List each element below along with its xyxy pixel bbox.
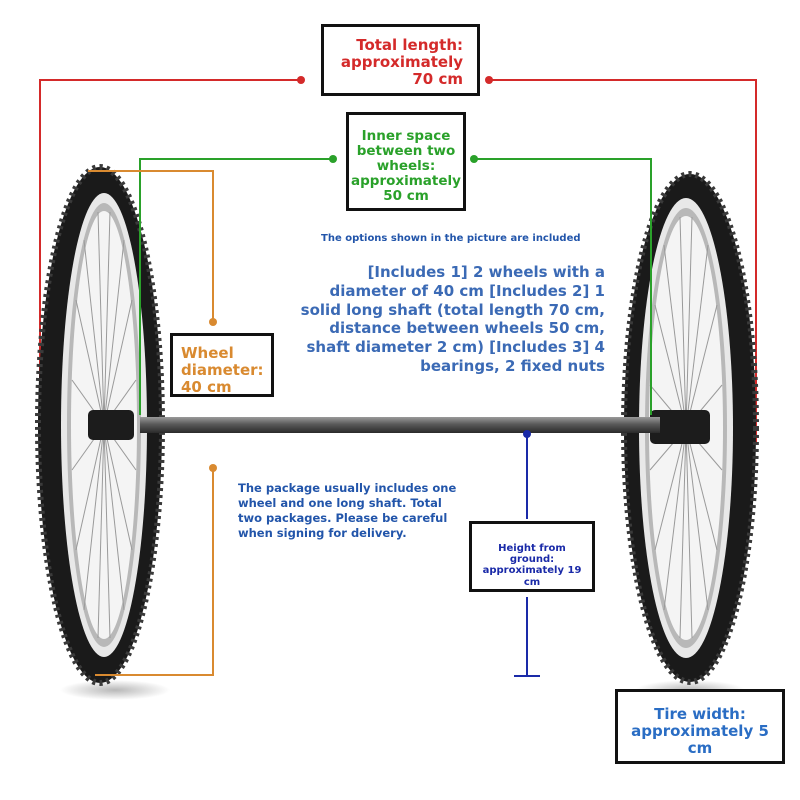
wheel-diameter-line-bottom	[95, 468, 214, 676]
left-wheel-shadow	[60, 680, 170, 700]
total-length-line-right	[489, 79, 757, 445]
height-dot	[523, 430, 531, 438]
tire-width-label: Tire width: approximately 5 cm	[615, 689, 785, 764]
total-length-dot-right	[485, 76, 493, 84]
total-length-label: Total length: approximately 70 cm	[321, 24, 480, 96]
left-wheel	[35, 164, 165, 686]
wheel-diameter-dot-top	[209, 318, 217, 326]
axle-shaft	[140, 417, 660, 433]
height-from-ground-label: Height from ground: approximately 19 cm	[469, 521, 595, 592]
total-length-dot-left	[297, 76, 305, 84]
includes-note: [Includes 1] 2 wheels with a diameter of…	[300, 263, 605, 375]
options-note: The options shown in the picture are inc…	[321, 233, 581, 244]
inner-space-dot-left	[329, 155, 337, 163]
package-note: The package usually includes one wheel a…	[238, 481, 457, 540]
inner-space-line-right	[474, 158, 652, 415]
inner-space-dot-right	[470, 155, 478, 163]
wheel-diameter-line-top	[88, 170, 214, 322]
right-wheel	[621, 171, 759, 685]
inner-space-label: Inner space between two wheels: approxim…	[346, 112, 466, 211]
wheel-diameter-label: Wheel diameter: 40 cm	[170, 333, 274, 397]
total-length-line	[39, 79, 301, 445]
wheel-diameter-dot-bottom	[209, 464, 217, 472]
inner-space-line-left	[139, 158, 333, 415]
